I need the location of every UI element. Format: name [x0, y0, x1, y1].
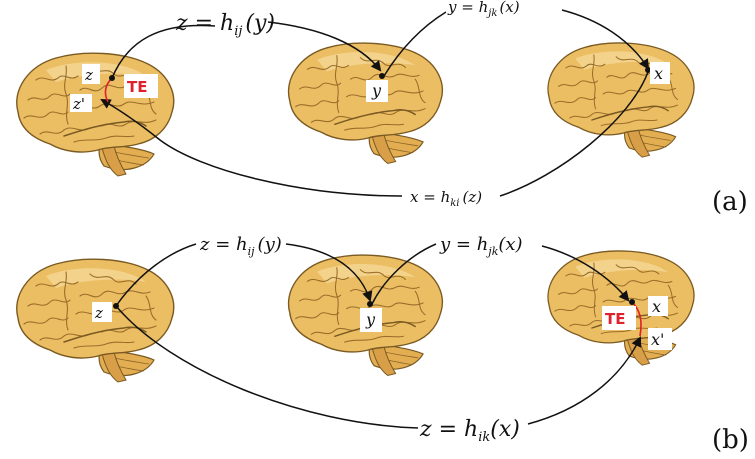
label-x-prime-b: x' [651, 330, 664, 349]
eq-z-hik-x-b: z = hik(x) [419, 417, 520, 445]
point-z-b [113, 303, 119, 309]
point-z-a [109, 75, 115, 81]
arrow-y-to-hjk-b [371, 243, 437, 305]
panel-label-a: (a) [712, 187, 748, 217]
label-z-prime-a: z' [72, 95, 85, 113]
eq-z-hij-y-b: z = hij(y) [199, 234, 282, 258]
eq-x-hki-z-a: x = hki(z) [410, 188, 482, 209]
label-z-a: z [84, 66, 93, 84]
arrow-z-to-hik [115, 305, 419, 429]
point-y-a [379, 73, 385, 79]
arrow-z-to-hij [115, 243, 197, 307]
arrow-y-to-hjk [383, 11, 447, 77]
eq-y-hjk-x-b: y = hjk(x) [439, 234, 523, 258]
arrow-hij-to-y [267, 21, 382, 72]
arrow-hik-to-x-prime [527, 336, 642, 425]
label-y-a: y [371, 81, 382, 100]
arrow-x-to-hki [499, 71, 649, 197]
label-x-a: x [654, 64, 663, 83]
eq-y-hjk-x-a: y = hjk(x) [447, 0, 520, 19]
point-x-a [645, 67, 651, 73]
te-label-b: TE [605, 310, 625, 328]
label-z-b: z [94, 304, 103, 322]
te-label-a: TE [127, 78, 147, 96]
eq-z-hij-y-a: z = hij(y) [175, 11, 275, 39]
arrow-hjk-to-x-b [541, 245, 630, 302]
brain-icon [287, 42, 444, 165]
arrow-hij-to-y-b [285, 243, 373, 302]
te-transition-b [631, 301, 642, 337]
arrow-hjk-to-x [561, 9, 650, 70]
panel-label-b: (b) [712, 425, 749, 455]
arrow-hki-to-z-prime [100, 98, 403, 197]
brain-icon [547, 42, 695, 158]
label-y-b: y [365, 310, 376, 329]
point-x-b [629, 299, 635, 305]
label-x-b: x [652, 297, 661, 316]
point-y-b [367, 301, 373, 307]
arrow-z-to-y [111, 24, 216, 79]
